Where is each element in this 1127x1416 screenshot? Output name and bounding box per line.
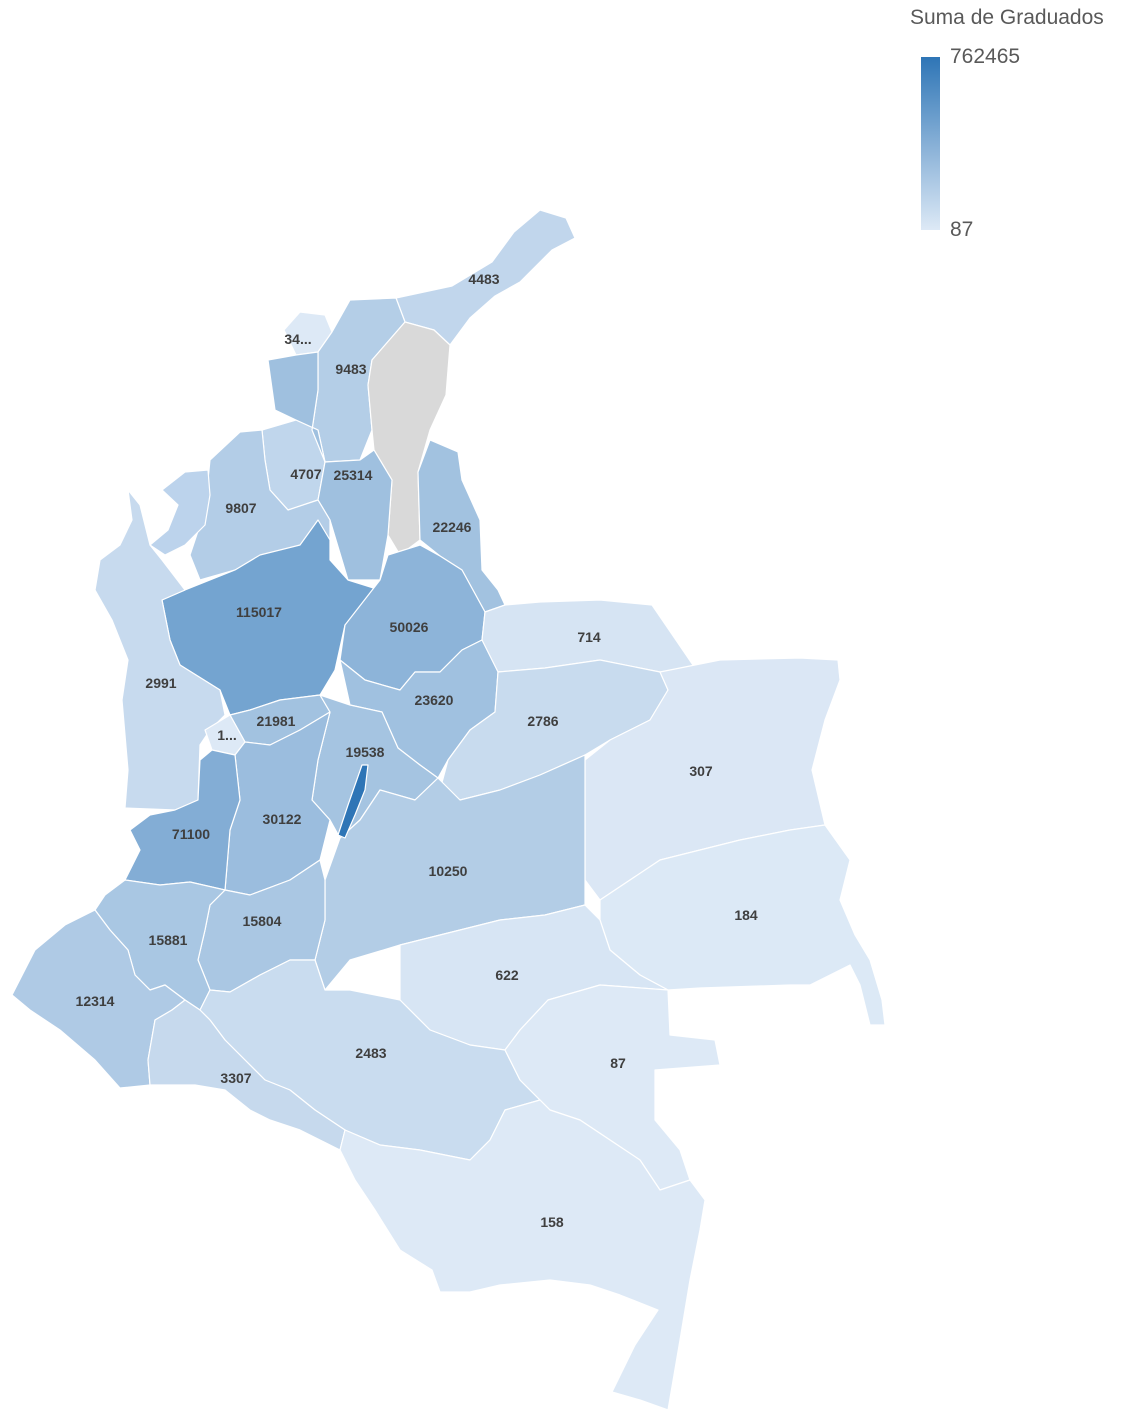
region-label: 19538 [346,744,385,760]
region-label: 115017 [236,604,282,620]
region-label: 23620 [415,692,454,708]
region-label: 9807 [225,500,256,516]
region-3307[interactable] [147,999,346,1151]
region-label: 4707 [290,466,321,482]
region-label: 622 [495,967,519,983]
region-label: 34... [284,331,311,347]
region-label: 50026 [390,619,429,635]
region-cordoba-strip[interactable] [149,469,211,556]
region-label: 2991 [145,675,176,691]
region-label: 158 [540,1214,564,1230]
region-label: 87 [610,1055,626,1071]
region-label: 307 [689,763,713,779]
region-label: 3307 [220,1070,251,1086]
region-label: 22246 [433,519,472,535]
region-label: 4483 [468,271,499,287]
region-label: 184 [734,907,758,923]
region-label: 15881 [149,932,188,948]
region-label: 71100 [172,826,210,842]
region-label: 10250 [429,863,468,879]
legend-min-label: 87 [950,218,974,241]
region-label: 15804 [243,913,282,929]
region-label: 1... [217,727,236,743]
region-label: 25314 [334,467,373,483]
region-label: 21981 [257,713,296,729]
legend-title: Suma de Graduados [910,6,1104,29]
region-label: 2483 [355,1045,386,1061]
region-label: 30122 [263,811,302,827]
legend-max-label: 762465 [950,45,1021,68]
region-label: 12314 [76,993,115,1009]
region-158[interactable] [339,1099,706,1411]
region-label: 9483 [335,361,366,377]
legend-color-scale [921,57,940,230]
region-label: 2786 [527,713,558,729]
region-bogota[interactable] [337,764,369,839]
region-label: 714 [577,629,601,645]
